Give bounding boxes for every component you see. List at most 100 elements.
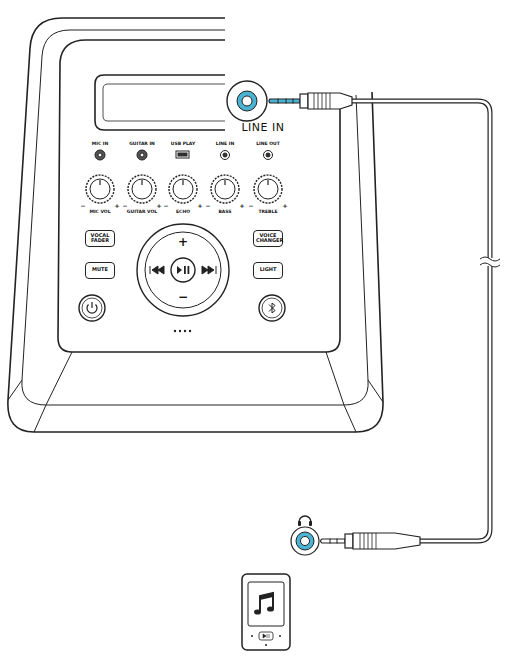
sign-label: + xyxy=(197,203,202,209)
power-button-inner xyxy=(82,298,102,318)
knob-cap xyxy=(132,179,152,199)
knob xyxy=(128,175,156,203)
knob-cap xyxy=(90,179,110,199)
sign-label: − xyxy=(122,203,127,209)
panel-edges xyxy=(46,352,344,405)
sign-label: − xyxy=(163,203,168,209)
callout-jack-ring xyxy=(237,91,257,111)
knob xyxy=(169,175,197,203)
sign-label: − xyxy=(80,203,85,209)
music-note-head xyxy=(254,609,261,614)
player-body xyxy=(242,574,290,650)
player-dot xyxy=(265,644,267,646)
upper-plug xyxy=(269,93,352,109)
panel-label: GUITAR VOL xyxy=(127,210,157,215)
guitar-jack xyxy=(137,150,147,160)
power-icon xyxy=(87,302,97,313)
lower-plug xyxy=(321,533,421,549)
music-note xyxy=(260,593,273,612)
headphone-icon-cup xyxy=(309,521,312,526)
jack-row xyxy=(95,150,273,160)
sign-label: + xyxy=(156,203,161,209)
next-icon xyxy=(202,266,216,274)
knobs xyxy=(86,175,282,203)
panel-label: USB PLAY xyxy=(171,142,195,147)
play-pause-button xyxy=(171,258,195,282)
sign-label: + xyxy=(282,203,287,209)
headphone-jack-outline xyxy=(291,527,319,555)
sign-label: + xyxy=(239,203,244,209)
plug-tip-rings xyxy=(330,539,337,544)
sign-label: + xyxy=(114,203,119,209)
player-button xyxy=(259,632,273,640)
dot xyxy=(189,330,191,332)
panel-label: ECHO xyxy=(176,210,190,215)
music-note-beam xyxy=(260,593,273,600)
knob-pointer xyxy=(141,180,142,185)
sign-label: + xyxy=(178,236,188,248)
plug-tip-rings xyxy=(278,99,293,104)
knob-pointer xyxy=(224,180,225,185)
line-in-callout xyxy=(227,81,267,121)
usb-port xyxy=(176,151,189,158)
button-label: VOCAL FADER xyxy=(88,233,112,244)
knob-cap xyxy=(215,179,235,199)
plug-tip xyxy=(269,99,300,103)
knob-rim xyxy=(254,175,282,203)
cable xyxy=(350,101,490,541)
knob-cap xyxy=(258,179,278,199)
headphone-icon-cup xyxy=(298,521,301,526)
mic-jack-hole xyxy=(98,153,102,157)
bluetooth-button-inner xyxy=(262,298,282,318)
music-note-head xyxy=(267,606,274,611)
knob xyxy=(86,175,114,203)
line-in-jack-hole xyxy=(223,153,227,157)
knob-row xyxy=(86,175,282,203)
pause-bar xyxy=(188,266,190,274)
knob-rim xyxy=(169,175,197,203)
knob-rim xyxy=(211,175,239,203)
knob-cap xyxy=(173,179,193,199)
panel-label: LINE OUT xyxy=(256,142,280,147)
previous-icon xyxy=(150,266,164,274)
button-label: MUTE xyxy=(92,267,108,273)
plug-tip xyxy=(321,539,346,543)
player-dot xyxy=(279,635,281,637)
callout-label: LINE IN xyxy=(241,122,284,133)
knob-pointer xyxy=(99,180,100,185)
panel-label: GUITAR IN xyxy=(129,142,155,147)
line-out-jack xyxy=(264,151,273,160)
button-label: VOICE CHANGER xyxy=(256,233,280,244)
callout-circle xyxy=(227,81,267,121)
plug-grip xyxy=(360,533,376,549)
knob-pointer xyxy=(182,180,183,185)
indicator-dots xyxy=(174,330,191,332)
headphone-icon xyxy=(299,516,311,522)
knob-rim xyxy=(128,175,156,203)
sign-label: − xyxy=(178,291,188,303)
bluetooth-icon xyxy=(269,303,275,313)
music-player xyxy=(242,574,290,650)
d-pad xyxy=(137,224,229,316)
knob xyxy=(211,175,239,203)
dot xyxy=(174,330,176,332)
plug-collar xyxy=(345,534,353,548)
knob xyxy=(254,175,282,203)
line-out-jack-hole xyxy=(266,153,270,157)
play-icon xyxy=(177,266,182,274)
dot xyxy=(179,330,181,332)
panel-button: LIGHT xyxy=(253,262,283,279)
display-inner xyxy=(103,84,225,121)
player-play-icon xyxy=(263,634,269,638)
knob-pointer xyxy=(267,180,268,185)
panel-label: BASS xyxy=(218,210,231,215)
callout-jack-hole xyxy=(242,96,252,106)
housing-edges xyxy=(8,380,383,432)
mic-jack xyxy=(95,150,105,160)
cable-break-mark xyxy=(480,257,500,267)
control-panel xyxy=(58,40,340,352)
housing-bezel xyxy=(22,30,368,405)
